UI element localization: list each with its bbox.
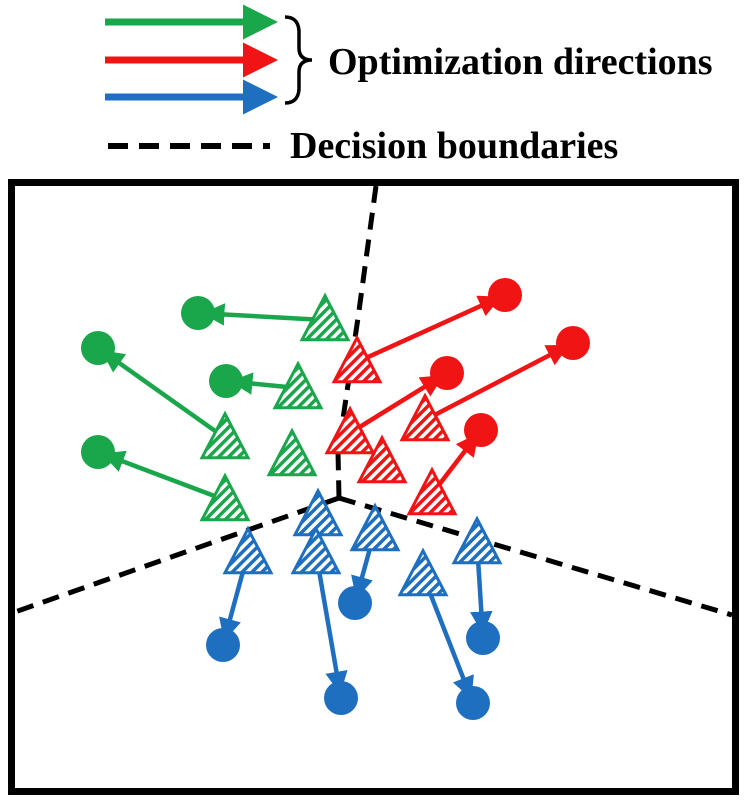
green-arrow-5 [101,450,215,498]
decision-boundary-top [335,185,379,499]
green-arrow-1 [201,303,314,326]
blue-circle-2 [206,628,240,662]
decision-boundary-right [338,495,733,618]
blue-circle-4 [338,586,372,620]
red-triangle-4 [356,434,408,484]
blue-triangle-6 [451,515,503,565]
red-arrow-5 [437,433,479,486]
red-arrow-1 [367,295,502,360]
blue-circle-5 [456,686,490,720]
red-circle-5 [464,413,498,447]
decision-boundaries [14,185,733,618]
green-circle-2 [81,331,115,365]
blue-triangle-5 [397,547,449,597]
blue-triangle-3 [290,525,342,575]
blue-triangle-4 [349,502,401,552]
green-triangle-3 [272,360,324,410]
decision-boundary-left [14,495,340,615]
green-triangle-2 [199,410,251,460]
red-circle-3 [430,356,464,390]
green-circle-5 [81,435,115,469]
legend-brace [284,15,313,105]
red-circle-2 [556,326,590,360]
red-arrow-3 [359,375,444,429]
red-triangle-3 [324,405,376,455]
plot-frame [8,179,739,795]
red-triangle-5 [406,466,458,516]
blue-arrow-3 [315,564,348,695]
blue-arrow-6 [470,554,493,635]
green-circle-1 [181,296,215,330]
blue-circle-6 [466,621,500,655]
red-triangle-1 [331,334,383,384]
blue-arrow-5 [425,585,474,700]
blue-triangle-2 [222,525,274,575]
red-arrow-2 [434,344,570,417]
sample-markers [81,278,590,720]
green-triangle-4 [266,427,318,477]
green-arrow-3 [229,372,287,395]
green-triangle-1 [299,292,351,342]
optimization-arrows [101,295,570,700]
legend-boundary-label: Decision boundaries [290,125,618,167]
blue-circle-3 [324,681,358,715]
red-circle-1 [488,278,522,312]
green-circle-3 [209,364,243,398]
blue-arrow-2 [219,563,248,642]
green-arrow-2 [101,350,217,433]
green-triangle-5 [199,472,251,522]
legend-optimization-label: Optimization directions [328,41,713,83]
red-triangle-2 [399,392,451,442]
legend: Optimization directions Decision boundar… [105,4,713,167]
